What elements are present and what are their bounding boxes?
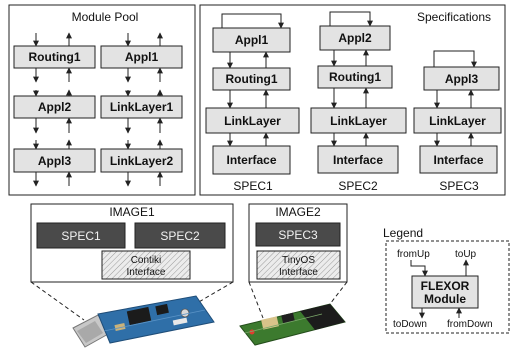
spec-module-label: LinkLayer (224, 114, 281, 128)
pool-module-label: Appl3 (38, 154, 72, 168)
spec2-module-linklayer: LinkLayer (310, 107, 407, 134)
spec-module-label: Interface (433, 153, 483, 167)
image1-interface-line2: Interface (127, 267, 166, 278)
module-pool-border (8, 4, 196, 196)
spec-module-label: Interface (333, 153, 383, 167)
image1-spec-box: SPEC1 (36, 222, 126, 249)
pool-module-label: Appl2 (38, 100, 72, 114)
spec1-label: SPEC1 (233, 179, 273, 193)
contiki-board-picture (72, 295, 215, 348)
image2-border (248, 203, 348, 283)
image2-spec-label: SPEC3 (278, 228, 318, 242)
spec2-label: SPEC2 (338, 179, 378, 193)
pool-module-linklayer2: LinkLayer2 (100, 148, 183, 173)
pool-module-routing1: Routing1 (13, 45, 96, 69)
specifications-panel: Specifications Appl1 Routing1 LinkLayer (199, 4, 506, 196)
spec2-module-routing1: Routing1 (317, 65, 393, 89)
legend-to-down: toDown (393, 319, 427, 330)
image2-spec-box: SPEC3 (255, 222, 341, 247)
legend-to-up: toUp (455, 249, 477, 260)
legend-panel: Legend fromUp toUp toDown fromDown FLEXO… (383, 226, 510, 334)
spec2-module-interface: Interface (317, 145, 399, 174)
spec-module-label: Appl3 (445, 72, 479, 86)
spec1-module-appl1: Appl1 (212, 27, 291, 53)
spec1-module-routing1: Routing1 (212, 67, 291, 91)
spec3-column: Appl3 LinkLayer Interface SPEC3 (413, 50, 502, 193)
image1-title: IMAGE1 (109, 205, 155, 219)
specifications-border (199, 4, 506, 196)
module-pool-panel: Module Pool (8, 4, 196, 196)
legend-arrows (410, 259, 469, 319)
pool-module-appl3: Appl3 (13, 148, 96, 173)
image2-panel: IMAGE2 SPEC3 TinyOS Interface (248, 203, 348, 283)
spec-module-label: LinkLayer (330, 114, 387, 128)
image2-projection-lines (248, 281, 348, 319)
legend-module-line1: FLEXOR (421, 279, 470, 293)
legend-border (385, 240, 510, 334)
legend-from-down: fromDown (447, 319, 493, 330)
pool-module-appl1: Appl1 (100, 45, 183, 69)
image1-spec-box: SPEC2 (134, 222, 226, 249)
spec-module-label: Appl1 (235, 33, 269, 47)
image1-panel: IMAGE1 SPEC1 SPEC2 Contiki Interface (30, 203, 234, 283)
module-pool-arrows (33, 32, 163, 187)
image2-interface-line2: Interface (279, 267, 318, 278)
spec1-module-interface: Interface (212, 145, 291, 175)
pool-module-label: Appl1 (125, 50, 159, 64)
legend-module-line2: Module (424, 292, 466, 306)
spec-module-label: Interface (226, 153, 276, 167)
spec1-module-linklayer: LinkLayer (205, 107, 300, 134)
spec1-column: Appl1 Routing1 LinkLayer Interface SPEC1 (205, 13, 300, 193)
spec3-label: SPEC3 (439, 179, 479, 193)
spec-module-label: Appl2 (338, 31, 372, 45)
pool-module-label: LinkLayer2 (110, 154, 174, 168)
image2-interface-box: TinyOS Interface (256, 250, 341, 280)
pool-module-linklayer1: LinkLayer1 (100, 95, 183, 119)
spec2-module-appl2: Appl2 (319, 25, 391, 51)
spec3-module-interface: Interface (419, 145, 498, 174)
legend-title: Legend (383, 226, 423, 240)
spec-module-label: Routing1 (329, 70, 381, 84)
image1-interface-box: Contiki Interface (101, 250, 191, 280)
pool-module-label: LinkLayer1 (110, 100, 174, 114)
spec-module-label: Routing1 (226, 72, 278, 86)
spec-module-label: LinkLayer (429, 114, 486, 128)
specifications-title: Specifications (417, 10, 491, 24)
legend-from-up: fromUp (397, 249, 430, 260)
image1-projection-lines (30, 281, 234, 321)
image1-interface-line1: Contiki (131, 255, 162, 266)
image1-spec-label: SPEC1 (61, 229, 101, 243)
module-pool-title: Module Pool (72, 10, 139, 24)
spec3-module-appl3: Appl3 (423, 66, 500, 91)
pool-module-appl2: Appl2 (13, 95, 96, 119)
tinyos-board-picture (239, 303, 346, 346)
image2-title: IMAGE2 (275, 205, 321, 219)
legend-flexor-module: FLEXOR Module (411, 275, 479, 309)
image1-spec-label: SPEC2 (160, 229, 200, 243)
spec3-module-linklayer: LinkLayer (413, 107, 502, 134)
image2-interface-line1: TinyOS (282, 255, 315, 266)
spec2-column: Appl2 Routing1 LinkLayer Interface SPEC2 (310, 11, 407, 193)
image1-border (30, 203, 234, 283)
pool-module-label: Routing1 (29, 50, 81, 64)
